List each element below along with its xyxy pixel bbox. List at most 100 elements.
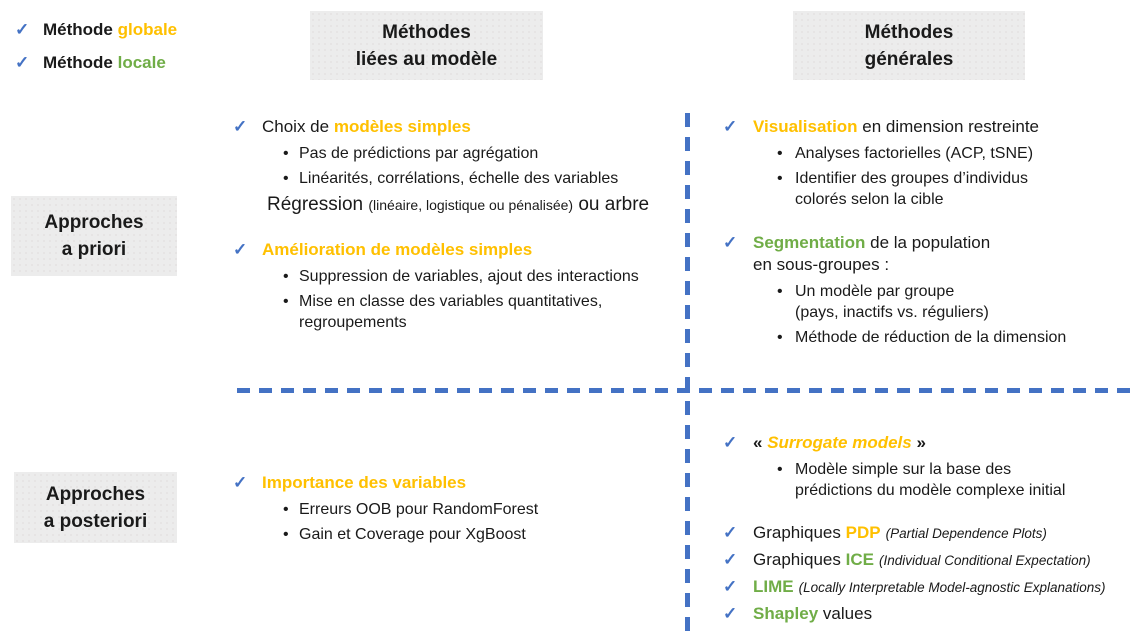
quadrant-a-priori-model: ✓ Choix de modèles simples • Pas de préd… bbox=[233, 116, 688, 355]
method-text: LIME (Locally Interpretable Model-agnosti… bbox=[753, 577, 1106, 598]
title-highlight: Importance des variables bbox=[262, 473, 467, 492]
bullet-icon: • bbox=[283, 170, 289, 187]
bullet-icon: • bbox=[777, 283, 783, 300]
title-prefix: Choix de bbox=[262, 117, 334, 136]
block-surrogate-models: ✓ « Surrogate models » • Modèle simple s… bbox=[723, 432, 1136, 501]
check-icon: ✓ bbox=[15, 20, 30, 39]
bullet-icon: • bbox=[777, 145, 783, 162]
block-title-text: Segmentation de la population en sous-gr… bbox=[753, 232, 990, 276]
block-title-text: Visualisation en dimension restreinte bbox=[753, 116, 1039, 138]
list-item: • Pas de prédictions par agrégation bbox=[283, 145, 539, 162]
title-highlight: Amélioration de modèles simples bbox=[262, 240, 533, 259]
regression-note: Régression (linéaire, logistique ou péna… bbox=[267, 193, 688, 217]
check-icon: ✓ bbox=[723, 433, 738, 452]
bullet-icon: • bbox=[283, 501, 289, 518]
legend-item-local: ✓ Méthode locale bbox=[15, 53, 177, 73]
note-lead: Régression bbox=[267, 194, 369, 215]
check-icon: ✓ bbox=[233, 117, 248, 136]
bullet-icon: • bbox=[777, 170, 783, 187]
block-visualisation: ✓ Visualisation en dimension restreinte … bbox=[723, 116, 1136, 210]
check-icon: ✓ bbox=[723, 550, 738, 569]
block-title-text: Choix de modèles simples bbox=[262, 116, 471, 138]
bullet-list: • Modèle simple sur la base des prédicti… bbox=[777, 459, 1136, 501]
check-icon: ✓ bbox=[233, 240, 248, 259]
list-item: • Modèle simple sur la base des prédicti… bbox=[777, 461, 1066, 499]
quadrant-a-posteriori-model: ✓ Importance des variables • Erreurs OOB… bbox=[233, 472, 688, 567]
method-text: Graphiques ICE (Individual Conditional Ex… bbox=[753, 550, 1091, 571]
block-improve-simple-models: ✓ Amélioration de modèles simples • Supp… bbox=[233, 239, 688, 333]
method-prefix: Graphiques bbox=[753, 523, 846, 542]
method-keyword: LIME bbox=[753, 577, 794, 596]
quote-open: « bbox=[753, 433, 768, 452]
list-item: • Méthode de réduction de la dimension bbox=[777, 329, 1067, 346]
method-keyword: Shapley bbox=[753, 604, 819, 623]
bullet-icon: • bbox=[283, 145, 289, 162]
list-item: • Mise en classe des variables quantitat… bbox=[283, 293, 603, 331]
legend-highlight: globale bbox=[117, 20, 178, 39]
legend-prefix: Méthode bbox=[43, 20, 118, 39]
method-list: ✓ Graphiques PDP (Partial Dependence Plot… bbox=[723, 523, 1136, 624]
bullet-list: • Analyses factorielles (ACP, tSNE) • Id… bbox=[777, 143, 1136, 210]
list-item: • Un modèle par groupe (pays, inactifs v… bbox=[777, 283, 989, 321]
bullet-icon: • bbox=[283, 268, 289, 285]
quadrant-a-posteriori-general: ✓ « Surrogate models » • Modèle simple s… bbox=[723, 432, 1136, 630]
legend-highlight: locale bbox=[117, 53, 166, 72]
method-detail: (Individual Conditional Expectation) bbox=[878, 553, 1091, 568]
method-detail: (Partial Dependence Plots) bbox=[885, 526, 1047, 541]
block-variable-importance: ✓ Importance des variables • Erreurs OOB… bbox=[233, 472, 688, 545]
row-header-a-priori: Approches a priori bbox=[11, 196, 177, 276]
title-highlight: Segmentation bbox=[753, 233, 866, 252]
method-item-ice: ✓ Graphiques ICE (Individual Conditional … bbox=[723, 550, 1136, 571]
title-highlight: modèles simples bbox=[333, 117, 471, 136]
title-highlight: Visualisation bbox=[753, 117, 858, 136]
list-item: • Analyses factorielles (ACP, tSNE) bbox=[777, 145, 1034, 162]
bullet-icon: • bbox=[283, 526, 289, 543]
method-item-shapley: ✓ Shapley values bbox=[723, 604, 1136, 624]
method-keyword: ICE bbox=[845, 550, 874, 569]
block-title: ✓ Segmentation de la population en sous-… bbox=[723, 232, 1136, 276]
check-icon: ✓ bbox=[723, 233, 738, 252]
bullet-list: • Un modèle par groupe (pays, inactifs v… bbox=[777, 281, 1136, 348]
note-detail: (linéaire, logistique ou pénalisée) bbox=[368, 197, 574, 213]
legend-prefix: Méthode bbox=[43, 53, 118, 72]
method-text: Shapley values bbox=[753, 604, 872, 624]
check-icon: ✓ bbox=[233, 473, 248, 492]
title-suffix: de la population en sous-groupes : bbox=[753, 233, 991, 274]
method-text: Graphiques PDP (Partial Dependence Plots) bbox=[753, 523, 1047, 544]
quadrant-a-priori-general: ✓ Visualisation en dimension restreinte … bbox=[723, 116, 1136, 370]
block-title: ✓ Amélioration de modèles simples bbox=[233, 239, 688, 261]
method-item-lime: ✓ LIME (Locally Interpretable Model-agnos… bbox=[723, 577, 1136, 598]
list-item: • Suppression de variables, ajout des in… bbox=[283, 268, 639, 285]
bullet-icon: • bbox=[777, 329, 783, 346]
block-title: ✓ « Surrogate models » bbox=[723, 432, 1136, 454]
legend-label: Méthode locale bbox=[43, 53, 166, 73]
method-prefix: Graphiques bbox=[753, 550, 846, 569]
column-header-model-methods: Méthodes liées au modèle bbox=[310, 11, 543, 80]
legend-item-global: ✓ Méthode globale bbox=[15, 20, 177, 40]
bullet-list: • Pas de prédictions par agrégation • Li… bbox=[283, 143, 688, 189]
list-item: • Identifier des groupes d’individus col… bbox=[777, 170, 1029, 208]
column-header-general-methods: Méthodes générales bbox=[793, 11, 1025, 80]
list-item: • Linéarités, corrélations, échelle des … bbox=[283, 170, 619, 187]
check-icon: ✓ bbox=[15, 53, 30, 72]
legend-label: Méthode globale bbox=[43, 20, 177, 40]
block-title-text: Amélioration de modèles simples bbox=[262, 239, 532, 261]
block-simple-models: ✓ Choix de modèles simples • Pas de préd… bbox=[233, 116, 688, 217]
check-icon: ✓ bbox=[723, 577, 738, 596]
bullet-icon: • bbox=[283, 293, 289, 310]
bullet-list: • Suppression de variables, ajout des in… bbox=[283, 266, 688, 333]
method-keyword: PDP bbox=[845, 523, 881, 542]
quadrant-divider-vertical bbox=[685, 113, 690, 636]
title-highlight: Surrogate models bbox=[767, 433, 912, 452]
method-detail: (Locally Interpretable Model-agnostic Ex… bbox=[798, 580, 1106, 595]
check-icon: ✓ bbox=[723, 117, 738, 136]
block-title: ✓ Choix de modèles simples bbox=[233, 116, 688, 138]
method-item-pdp: ✓ Graphiques PDP(Partial Dependence Plot… bbox=[723, 523, 1136, 544]
block-segmentation: ✓ Segmentation de la population en sous-… bbox=[723, 232, 1136, 348]
list-item: • Gain et Coverage pour XgBoost bbox=[283, 526, 526, 543]
check-icon: ✓ bbox=[723, 604, 738, 623]
block-title-text: « Surrogate models » bbox=[753, 432, 926, 454]
title-suffix: en dimension restreinte bbox=[857, 117, 1039, 136]
bullet-icon: • bbox=[777, 461, 783, 478]
